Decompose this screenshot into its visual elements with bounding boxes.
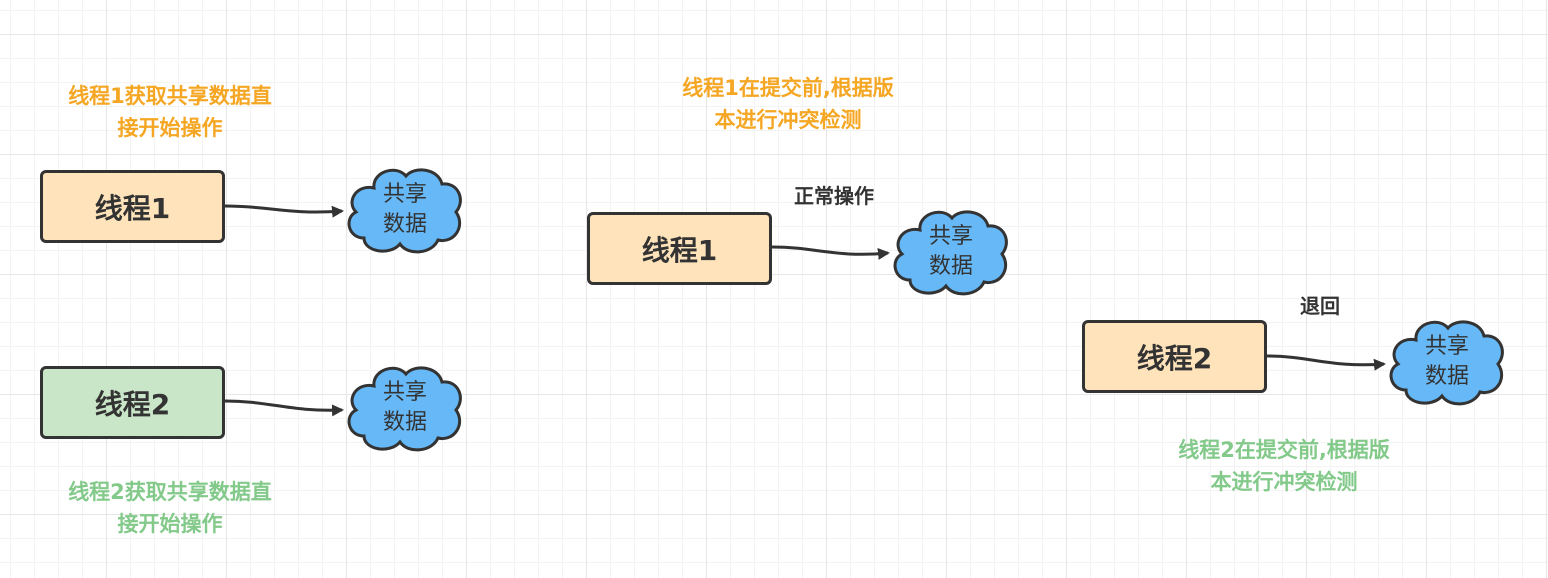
thread-box-2-commit: 线程2 bbox=[1082, 320, 1267, 393]
cloud-icon bbox=[893, 210, 1008, 296]
thread-box-2: 线程2 bbox=[40, 366, 225, 439]
note-thread1-direct: 线程1获取共享数据直 接开始操作 bbox=[68, 84, 272, 140]
arrow-mid-thread1-to-data bbox=[771, 245, 890, 260]
arrow-thread1-to-data bbox=[224, 204, 344, 218]
thread-box-1: 线程1 bbox=[40, 170, 225, 243]
cloud-icon bbox=[1389, 320, 1504, 406]
edge-label-normal: 正常操作 bbox=[794, 184, 874, 208]
cloud-text-line1: 共享 bbox=[928, 224, 973, 249]
shared-data-cloud: 共享 数据 bbox=[344, 164, 466, 256]
cloud-text-line2: 数据 bbox=[382, 212, 427, 237]
cloud-text-line1: 共享 bbox=[382, 182, 427, 207]
cloud-text-line2: 数据 bbox=[382, 410, 427, 435]
shared-data-cloud: 共享 数据 bbox=[344, 362, 466, 454]
cloud-text-line1: 共享 bbox=[382, 380, 427, 405]
shared-data-cloud: 共享 数据 bbox=[890, 206, 1012, 298]
cloud-text-line2: 数据 bbox=[928, 254, 973, 279]
cloud-text-line2: 数据 bbox=[1424, 364, 1469, 389]
note-thread1-version-check: 线程1在提交前,根据版 本进行冲突检测 bbox=[682, 76, 894, 132]
note-thread2-direct: 线程2获取共享数据直 接开始操作 bbox=[68, 480, 272, 536]
cloud-text-line1: 共享 bbox=[1424, 334, 1469, 359]
arrow-thread2-to-data bbox=[224, 399, 344, 417]
shared-data-cloud: 共享 数据 bbox=[1386, 316, 1508, 408]
edge-label-rollback: 退回 bbox=[1300, 294, 1340, 318]
thread-box-1-commit: 线程1 bbox=[587, 212, 772, 285]
note-thread2-version-check: 线程2在提交前,根据版 本进行冲突检测 bbox=[1178, 438, 1390, 494]
cloud-icon bbox=[347, 168, 462, 254]
arrow-right-thread2-to-data bbox=[1266, 354, 1386, 371]
cloud-icon bbox=[347, 366, 462, 452]
